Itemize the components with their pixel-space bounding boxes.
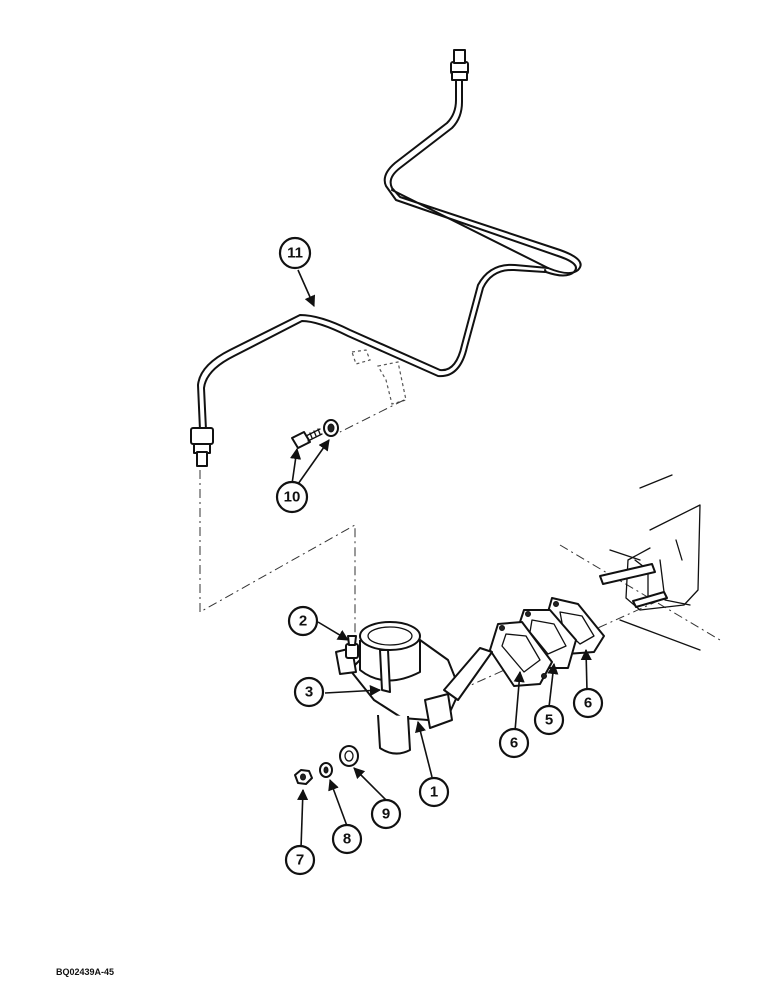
callout-label: 2 [299,613,307,630]
callout-label: 11 [287,245,303,262]
engine-block [599,474,701,651]
callout-label: 6 [510,735,518,752]
callout-9: 9 [370,798,402,830]
assembly-centerlines [199,399,721,691]
fuel-pump [335,621,493,755]
callout-label: 10 [284,489,301,506]
callout-11: 11 [278,236,312,270]
callout-6-left: 6 [498,727,530,759]
gaskets-and-spacer [489,597,605,687]
callout-10: 10 [275,480,309,514]
callout-6-right: 6 [572,687,604,719]
callout-label: 6 [584,695,592,712]
callout-label: 9 [382,806,390,823]
leader-lines [290,269,592,849]
callout-label: 8 [343,831,351,848]
callout-7: 7 [284,844,316,876]
callout-5: 5 [533,704,565,736]
callout-label: 5 [545,712,553,729]
callout-1: 1 [418,776,450,808]
bolt-and-washer [291,419,339,449]
figure-reference: BQ02439A-45 [56,967,114,977]
fuel-line [190,49,582,467]
callout-2: 2 [287,605,319,637]
callout-3: 3 [293,676,325,708]
callout-label: 7 [296,852,304,869]
nut-and-washers [294,745,359,785]
callout-label: 1 [430,784,438,801]
callout-8: 8 [331,823,363,855]
callout-label: 3 [305,684,313,701]
